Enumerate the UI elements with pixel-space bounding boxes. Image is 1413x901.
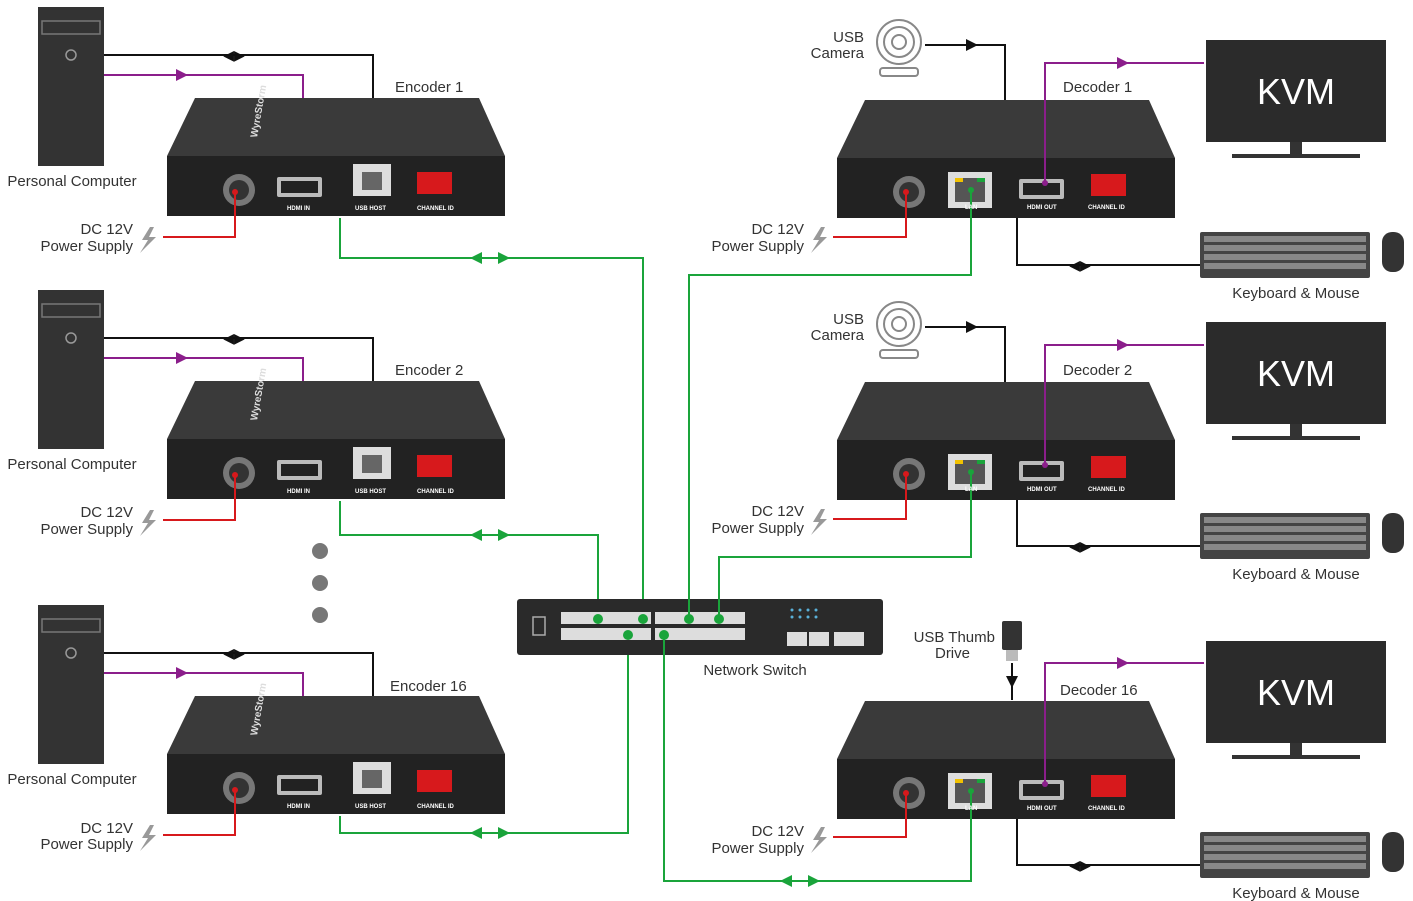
power-line2: Power Supply bbox=[40, 836, 133, 853]
svg-text:◀▶: ◀▶ bbox=[1069, 258, 1091, 274]
decoder-label: Decoder 1 bbox=[1063, 79, 1132, 96]
svg-text:USB HOST: USB HOST bbox=[355, 489, 386, 495]
keyboard-label: Keyboard & Mouse bbox=[1232, 285, 1360, 302]
svg-text:CHANNEL ID: CHANNEL ID bbox=[1088, 806, 1126, 812]
lightning-icon bbox=[140, 825, 156, 851]
svg-text:CHANNEL ID: CHANNEL ID bbox=[1088, 205, 1126, 211]
keyboard-label: Keyboard & Mouse bbox=[1232, 566, 1360, 583]
svg-text:LAN: LAN bbox=[965, 487, 977, 493]
encoder-label: Encoder 2 bbox=[395, 362, 463, 379]
ellipsis-dots bbox=[312, 543, 328, 623]
pc-tower-icon bbox=[38, 7, 104, 166]
power-line1: DC 12V bbox=[80, 504, 133, 521]
svg-text:LAN: LAN bbox=[965, 205, 977, 211]
power-line2: Power Supply bbox=[40, 521, 133, 538]
lightning-icon bbox=[811, 227, 827, 253]
keyboard-mouse-icon bbox=[1200, 513, 1404, 559]
pc-tower-icon bbox=[38, 290, 104, 449]
power-line2: Power Supply bbox=[711, 840, 804, 857]
encoder-device bbox=[167, 84, 505, 216]
svg-text:◀▶: ◀▶ bbox=[223, 331, 245, 347]
decoder-label: Decoder 2 bbox=[1063, 362, 1132, 379]
pc-label: Personal Computer bbox=[7, 173, 136, 190]
svg-text:◀▶: ◀▶ bbox=[1069, 539, 1091, 555]
pc-tower-icon bbox=[38, 605, 104, 764]
decoder-label: Decoder 16 bbox=[1060, 682, 1138, 699]
encoder-row-2: Personal Computer ◀▶ Encoder 2 DC 12V Po… bbox=[7, 290, 598, 627]
keyboard-label: Keyboard & Mouse bbox=[1232, 885, 1360, 901]
switch-label: Network Switch bbox=[703, 662, 806, 679]
decoder-device bbox=[837, 382, 1175, 500]
webcam-icon bbox=[877, 302, 921, 358]
camera-line2: Camera bbox=[811, 45, 865, 62]
keyboard-mouse-icon bbox=[1200, 232, 1404, 278]
power-line1: DC 12V bbox=[80, 221, 133, 238]
usb-drive-icon bbox=[1002, 621, 1022, 661]
encoder-label: Encoder 1 bbox=[395, 79, 463, 96]
svg-text:HDMI IN: HDMI IN bbox=[287, 804, 310, 810]
network-switch: Network Switch bbox=[517, 599, 883, 679]
decoder-device bbox=[837, 100, 1175, 218]
svg-text:CHANNEL ID: CHANNEL ID bbox=[417, 489, 455, 495]
lightning-icon bbox=[140, 227, 156, 253]
svg-text:HDMI OUT: HDMI OUT bbox=[1027, 205, 1057, 211]
svg-text:USB HOST: USB HOST bbox=[355, 804, 386, 810]
lightning-icon bbox=[811, 827, 827, 853]
webcam-icon bbox=[877, 20, 921, 76]
svg-text:CHANNEL ID: CHANNEL ID bbox=[1088, 487, 1126, 493]
kvm-label: KVM bbox=[1257, 672, 1335, 713]
camera-line1: USB bbox=[833, 29, 864, 46]
svg-text:HDMI OUT: HDMI OUT bbox=[1027, 487, 1057, 493]
svg-text:HDMI IN: HDMI IN bbox=[287, 489, 310, 495]
kvm-label: KVM bbox=[1257, 353, 1335, 394]
kvm-label: KVM bbox=[1257, 71, 1335, 112]
camera-line2: Camera bbox=[811, 327, 865, 344]
svg-text:◀▶: ◀▶ bbox=[223, 48, 245, 64]
thumb-line1: USB Thumb bbox=[914, 629, 995, 646]
svg-text:HDMI IN: HDMI IN bbox=[287, 206, 310, 212]
encoder-label: Encoder 16 bbox=[390, 678, 467, 695]
keyboard-mouse-icon bbox=[1200, 832, 1404, 878]
lightning-icon bbox=[811, 509, 827, 535]
power-line1: DC 12V bbox=[751, 221, 804, 238]
encoder-device bbox=[167, 367, 505, 499]
thumb-line2: Drive bbox=[935, 645, 970, 662]
svg-text:USB HOST: USB HOST bbox=[355, 206, 386, 212]
decoder-device bbox=[837, 701, 1175, 819]
decoder-row-2: USB Camera Decoder 2 KVM ◀▶ Keyboard & M… bbox=[711, 302, 1404, 619]
svg-text:CHANNEL ID: CHANNEL ID bbox=[417, 804, 455, 810]
encoder-device bbox=[167, 682, 505, 814]
power-line2: Power Supply bbox=[711, 520, 804, 537]
power-line2: Power Supply bbox=[711, 238, 804, 255]
pc-label: Personal Computer bbox=[7, 456, 136, 473]
lightning-icon bbox=[140, 510, 156, 536]
svg-text:◀▶: ◀▶ bbox=[223, 646, 245, 662]
svg-text:◀▶: ◀▶ bbox=[1069, 858, 1091, 874]
camera-line1: USB bbox=[833, 311, 864, 328]
power-line1: DC 12V bbox=[751, 503, 804, 520]
svg-text:CHANNEL ID: CHANNEL ID bbox=[417, 206, 455, 212]
power-line2: Power Supply bbox=[40, 238, 133, 255]
svg-text:HDMI OUT: HDMI OUT bbox=[1027, 806, 1057, 812]
power-line1: DC 12V bbox=[80, 820, 133, 837]
pc-label: Personal Computer bbox=[7, 771, 136, 788]
svg-text:LAN: LAN bbox=[965, 806, 977, 812]
power-line1: DC 12V bbox=[751, 823, 804, 840]
